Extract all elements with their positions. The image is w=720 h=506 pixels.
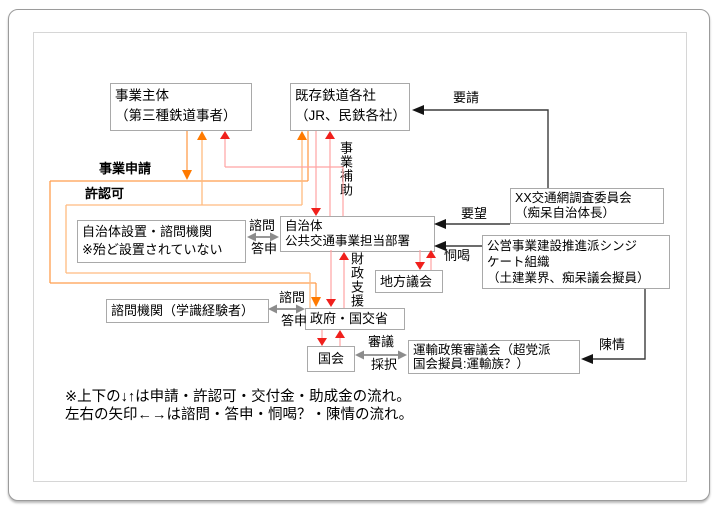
box-xx-committee-line2: （痴呆自治体長） [515, 206, 616, 220]
box-existing-railways: 既存鉄道各社 （JR、民鉄各社） [290, 83, 410, 131]
box-municipality-line1: 自治体 [285, 219, 323, 233]
box-transport-council: 運輸政策審議会（超党派 国会擬員:運輸族？） [408, 340, 580, 374]
box-government: 政府・国交省 [305, 308, 405, 330]
label-intimidation: 恫喝 [444, 248, 471, 263]
box-government-line1: 政府・国交省 [310, 311, 389, 326]
label-demand: 要望 [461, 206, 488, 221]
box-municipal-advisory-line2: ※殆ど設置されていない [82, 242, 223, 257]
label-deliberation: 審議 [368, 334, 395, 349]
box-municipal-advisory-line1: 自治体設置・諮問機関 [82, 224, 213, 239]
caption-line-2: 左右の矢印←→は諮問・答申・恫喝？・陳情の流れ。 [65, 407, 414, 423]
box-municipality: 自治体 公共交通事業担当部署 [280, 216, 435, 252]
label-consultation-1: 諮問 [249, 218, 276, 233]
box-xx-committee: XX交通網調査委員会 （痴呆自治体長） [510, 188, 664, 224]
label-fiscal-support: 財政支援 [349, 252, 364, 308]
box-municipal-advisory: 自治体設置・諮問機関 ※殆ど設置されていない [77, 220, 246, 263]
box-syndicate-line3: （土建業界、痴呆議会擬員） [487, 271, 650, 285]
box-syndicate-line1: 公営事業建設推進派シンジ [487, 239, 638, 253]
box-business-entity-line1: 事業主体 [115, 88, 169, 103]
box-transport-council-line1: 運輸政策審議会（超党派 [413, 343, 551, 357]
box-transport-council-line2: 国会擬員:運輸族？） [413, 357, 529, 371]
box-academic-advisory-line1: 諮問機関（学識経験者） [111, 303, 255, 318]
box-existing-railways-line1: 既存鉄道各社 [295, 88, 376, 103]
label-report-2: 答申 [281, 313, 308, 328]
box-local-assembly-line1: 地方議会 [380, 274, 433, 289]
box-syndicate-line2: ケート組織 [487, 255, 550, 269]
box-local-assembly: 地方議会 [375, 270, 443, 293]
box-existing-railways-line2: （JR、民鉄各社） [295, 108, 406, 123]
label-business-subsidy: 事業補助 [338, 141, 353, 197]
label-consultation-2: 諮問 [279, 290, 306, 305]
label-license-approval: 許認可 [85, 186, 125, 201]
label-adoption: 採択 [371, 357, 398, 372]
label-request: 要請 [453, 90, 480, 105]
box-academic-advisory: 諮問機関（学識経験者） [106, 299, 269, 323]
box-municipality-line2: 公共交通事業担当部署 [285, 234, 411, 248]
label-business-application: 事業申請 [99, 161, 152, 176]
box-xx-committee-line1: XX交通網調査委員会 [515, 191, 632, 205]
label-report-1: 答申 [251, 241, 278, 256]
box-business-entity-line2: （第三種鉄道事者） [115, 108, 237, 123]
box-diet-line1: 国会 [317, 351, 344, 366]
box-business-entity: 事業主体 （第三種鉄道事者） [110, 83, 252, 131]
box-syndicate: 公営事業建設推進派シンジ ケート組織 （土建業界、痴呆議会擬員） [482, 235, 670, 289]
box-diet: 国会 [307, 346, 355, 372]
caption-line-1: ※上下の↓↑は申請・許認可・交付金・助成金の流れ。 [65, 389, 411, 405]
label-petition: 陳情 [599, 337, 626, 352]
